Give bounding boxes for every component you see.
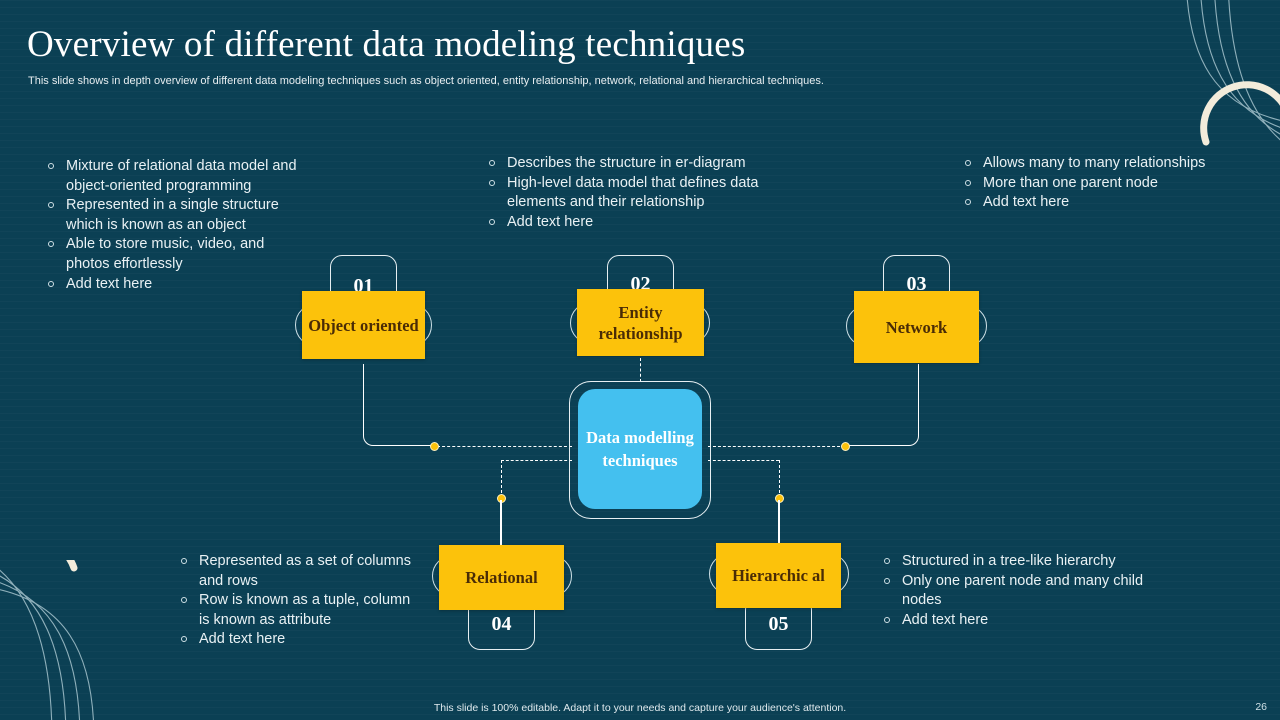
page-number: 26	[1255, 701, 1267, 713]
connector-dot-object-oriented	[430, 442, 439, 451]
node-label: Object oriented	[308, 315, 419, 335]
bullet-marker-icon	[181, 597, 187, 604]
bullet-text: Add text here	[507, 213, 594, 230]
hub-outline-ring	[569, 381, 711, 519]
bullet-marker-icon	[884, 616, 890, 623]
list-item: Represented as a set of columns and rows	[181, 552, 411, 591]
bullet-marker-icon	[965, 160, 971, 166]
node-label-chip[interactable]: Entity relationship	[577, 289, 704, 356]
bullet-marker-icon	[965, 199, 971, 206]
list-item: Able to store music, video, and photos e…	[48, 235, 310, 274]
page-subtitle: This slide shows in depth overview of di…	[28, 75, 824, 87]
bullet-text: Mixture of relational data model and obj…	[66, 158, 297, 194]
hub-label: Data modelling techniques	[586, 428, 694, 470]
list-item: Add text here	[489, 213, 789, 233]
bullet-list: Represented as a set of columns and rows…	[181, 552, 411, 650]
node-label: Hierarchic al	[732, 566, 825, 585]
list-item: Row is known as a tuple, column is known…	[181, 591, 411, 630]
list-item: More than one parent node	[965, 174, 1240, 194]
bullet-marker-icon	[884, 558, 890, 564]
bullets-entity-relationship: Describes the structure in er-diagram Hi…	[489, 154, 789, 232]
bullet-list: Describes the structure in er-diagram Hi…	[489, 154, 789, 232]
bullet-text: Represented as a set of columns and rows	[199, 553, 411, 589]
node-label: Entity relationship	[598, 302, 683, 343]
connector-dash-object-oriented	[437, 446, 572, 447]
connector-elbow-network	[845, 364, 919, 446]
bullets-network: Allows many to many relationships More t…	[965, 154, 1240, 213]
list-item: Mixture of relational data model and obj…	[48, 157, 310, 196]
bullet-text: More than one parent node	[983, 174, 1158, 191]
bullet-marker-icon	[48, 163, 54, 169]
bullet-text: Add text here	[983, 194, 1070, 211]
connector-dash-hierarchical-v	[779, 460, 780, 498]
bullet-text: High-level data model that defines data …	[507, 174, 759, 211]
hub-data-modelling-techniques[interactable]: Data modelling techniques	[578, 389, 702, 509]
bullet-text: Add text here	[902, 611, 989, 628]
bullet-text: Able to store music, video, and photos e…	[66, 236, 265, 272]
connector-elbow-object-oriented	[363, 364, 437, 446]
bullet-text: Structured in a tree-like hierarchy	[902, 553, 1116, 569]
connector-line-hierarchical	[778, 500, 780, 544]
connector-line-relational	[500, 500, 502, 546]
connector-dash-relational-h	[501, 460, 572, 461]
node-label: Network	[885, 317, 948, 337]
footer-note: This slide is 100% editable. Adapt it to…	[433, 702, 847, 714]
bullet-text: Describes the structure in er-diagram	[507, 155, 746, 171]
bullet-list: Mixture of relational data model and obj…	[48, 157, 310, 294]
bullet-marker-icon	[48, 280, 54, 287]
bullet-text: Represented in a single structure which …	[66, 197, 279, 233]
list-item: Allows many to many relationships	[965, 154, 1240, 174]
bullet-marker-icon	[48, 202, 54, 209]
bullets-hierarchical: Structured in a tree-like hierarchy Only…	[884, 552, 1146, 630]
bullet-marker-icon	[48, 241, 54, 248]
bullet-marker-icon	[884, 577, 890, 584]
node-label: Relational	[465, 568, 538, 587]
connector-dot-network	[841, 442, 850, 451]
list-item: Add text here	[181, 630, 411, 650]
node-label-chip[interactable]: Hierarchic al	[716, 543, 841, 608]
connector-dash-hierarchical-h	[708, 460, 779, 461]
list-item: Only one parent node and many child node…	[884, 572, 1146, 611]
list-item: Structured in a tree-like hierarchy	[884, 552, 1146, 572]
list-item: Describes the structure in er-diagram	[489, 154, 789, 174]
list-item: Add text here	[965, 193, 1240, 213]
node-label-chip[interactable]: Object oriented	[302, 291, 425, 359]
bullet-marker-icon	[489, 160, 495, 166]
node-label-chip[interactable]: Network	[854, 291, 979, 363]
list-item: High-level data model that defines data …	[489, 174, 789, 213]
node-number: 03	[906, 272, 927, 295]
bullet-list: Structured in a tree-like hierarchy Only…	[884, 552, 1146, 630]
bullet-marker-icon	[489, 179, 495, 186]
list-item: Add text here	[48, 275, 310, 295]
bullet-text: Allows many to many relationships	[983, 155, 1206, 171]
bullet-text: Row is known as a tuple, column is known…	[199, 592, 411, 628]
bullet-marker-icon	[181, 558, 187, 564]
page-title: Overview of different data modeling tech…	[27, 24, 746, 65]
bullets-object-oriented: Mixture of relational data model and obj…	[48, 157, 310, 294]
list-item: Represented in a single structure which …	[48, 196, 310, 235]
bullet-text: Add text here	[66, 275, 153, 292]
bullet-marker-icon	[489, 218, 495, 225]
connector-dash-network	[708, 446, 845, 447]
node-number: 04	[491, 612, 512, 635]
node-label-chip[interactable]: Relational	[439, 545, 564, 610]
bullet-marker-icon	[181, 636, 187, 643]
bullet-text: Add text here	[199, 631, 286, 648]
connector-dash-relational-v	[501, 460, 502, 498]
bullet-text: Only one parent node and many child node…	[902, 572, 1144, 609]
list-item: Add text here	[884, 611, 1146, 631]
connector-dash-entity-relationship	[640, 358, 641, 382]
bullet-marker-icon	[965, 179, 971, 186]
node-number: 05	[768, 612, 789, 635]
bullets-relational: Represented as a set of columns and rows…	[181, 552, 411, 650]
bullet-list: Allows many to many relationships More t…	[965, 154, 1240, 213]
